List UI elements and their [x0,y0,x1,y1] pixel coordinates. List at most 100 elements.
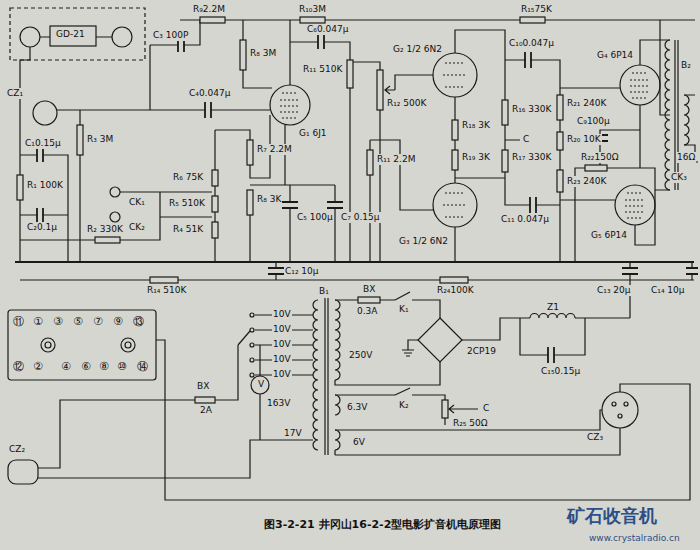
component-label: R₁₉ 3K [461,152,491,163]
plug-symbol [8,460,38,484]
component-label: R₂ 330K [86,224,124,235]
meter-symbol [251,376,269,394]
resistor-symbol [17,17,607,418]
component-label: C₅ 100μ [296,212,334,223]
component-label: B₁ [318,286,330,297]
component-label: ⑧ [98,360,110,373]
component-label: R₁₆ 330K [511,104,552,115]
component-label: CZ₃ [586,432,604,443]
component-label: ⑫ [12,360,25,373]
resistor-symbol [240,40,246,70]
photocell-symbol [112,27,132,47]
component-label: ③ [52,315,64,328]
resistor-symbol [358,297,380,303]
transformer-coil [684,95,689,145]
wire [156,340,690,500]
component-label: CK₃ [670,172,688,183]
component-label: C [482,403,490,414]
wire [259,345,260,440]
wire [530,197,536,213]
component-label: C₁₅0.15μ [540,366,581,377]
resistor-symbol [440,277,468,283]
component-label: CZ₁ [6,88,24,99]
wire [505,60,620,95]
wire [505,178,560,205]
wire [548,347,554,363]
resistor-symbol [442,400,448,418]
wire [618,414,622,418]
wire [255,315,313,375]
resistor-symbol [520,17,545,23]
socket-symbol [20,27,40,47]
tube-symbol [270,85,310,125]
component-label: 250V [348,350,373,361]
wire [250,328,254,332]
resistor-symbol [247,140,253,165]
component-label: K₁ [398,304,410,315]
resistor-symbol [452,120,458,140]
component-label: Z1 [546,302,560,313]
wire [8,8,698,500]
component-label: K₂ [398,400,410,411]
component-label: ⑩ [116,360,128,373]
component-label: R₈ 3M [249,48,277,59]
input-socket [33,101,57,125]
component-label: R₅ 510K [168,198,206,209]
wire [250,313,254,317]
transformer-core [325,298,328,455]
resistor-symbol [367,150,373,175]
wire [455,97,505,262]
wire [318,35,324,49]
wire [41,338,55,352]
component-label: R₄ 51K [172,224,204,235]
resistor-symbol [377,70,383,110]
wire [250,373,254,377]
component-label: R₂₃ 240K [566,176,607,187]
wire [20,155,68,262]
resistor-symbol [212,196,218,212]
choke-coil [530,314,575,319]
resistor-symbol [17,175,23,200]
tube-symbol [270,53,660,227]
component-label: 6V [352,437,366,448]
component-label: C₁₂ 10μ [284,266,320,277]
tube-symbol [280,93,300,118]
component-label: ① [32,315,44,328]
component-label: C₁₄ 10μ [650,285,686,296]
wire [250,125,335,262]
resistor-symbol [95,237,120,243]
resistor-symbol [212,170,218,186]
component-label: V [257,379,265,390]
component-label: G₄ 6P14 [596,50,634,61]
wire [20,192,212,240]
tube-symbol [620,65,660,105]
wire [335,318,630,385]
component-label: 6.3V [346,402,368,413]
component-label: 163V [266,398,291,409]
resistor-symbol [247,190,253,215]
component-label: BX [196,381,210,392]
component-label: R₁₄ 510K [146,285,187,296]
wire [520,318,585,355]
component-label: ⑤ [72,315,84,328]
component-label: CK₁ [128,197,146,208]
resistor-symbol [77,125,83,155]
resistor-symbol [502,150,508,172]
component-label: R₂₅ 50Ω [452,418,489,429]
component-label: R₆ 75K [172,172,204,183]
resistor-symbol [300,17,325,23]
wire [335,292,440,318]
tube-symbol [433,53,477,97]
component-label: 2CP19 [466,346,497,357]
output-socket [602,392,638,428]
watermark: 矿石收音机 [566,505,658,527]
transformer-coil [665,40,670,190]
component-label: R₂₀ 10K [566,134,602,145]
wire [57,109,270,110]
component-label: 10V [272,309,292,320]
component-label: R₃ 3M [86,134,114,145]
resistor-symbol [557,170,563,192]
resistor-symbol [200,17,225,23]
component-label: G₃ 1/2 6N2 [398,236,449,247]
component-label: C₁₀0.047μ [508,38,555,49]
